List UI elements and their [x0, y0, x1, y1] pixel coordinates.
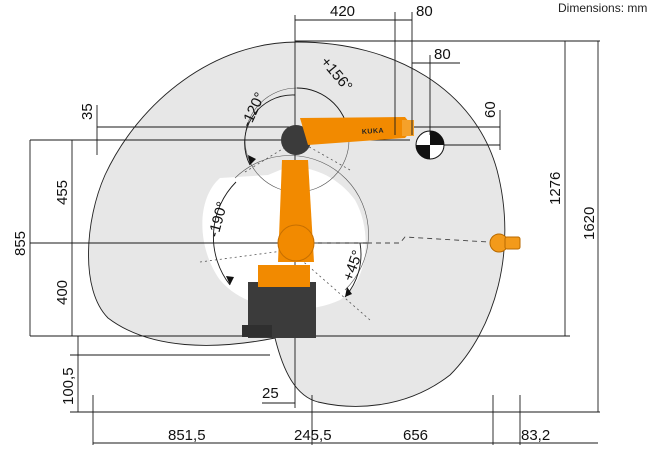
- arrow-head: [226, 276, 234, 285]
- dim-label-420: 420: [330, 3, 355, 20]
- dim-label-35: 35: [79, 103, 96, 120]
- dim-label-83-2: 83,2: [521, 427, 550, 444]
- dashed-arm-line: [295, 236, 506, 244]
- robot-illustration: KUKA: [242, 117, 414, 338]
- robot-a3-joint: [281, 125, 311, 155]
- side-flange-symbol: [489, 233, 521, 253]
- angle-arc-a2-neg: [212, 181, 237, 286]
- dim-label-80-top: 80: [416, 3, 433, 20]
- dim-label-80-flange: 80: [434, 46, 451, 63]
- dim-label-245-5: 245,5: [294, 427, 332, 444]
- dim-label-100-5: 100,5: [60, 367, 77, 405]
- dim-label-400: 400: [54, 280, 71, 305]
- dim-label-60: 60: [482, 101, 499, 118]
- arrow-head: [345, 287, 352, 297]
- dim-label-656: 656: [403, 427, 428, 444]
- robot-base-plate: [242, 325, 272, 337]
- robot-upper-arm: [300, 117, 414, 145]
- robot-base-turret: [258, 265, 310, 287]
- tcp-symbol: [415, 130, 445, 160]
- reach-arc-a2: [234, 155, 369, 291]
- dim-label-1620: 1620: [581, 207, 598, 240]
- units-note: Dimensions: mm: [558, 1, 647, 15]
- dim-label-455: 455: [54, 180, 71, 205]
- dim-label-25: 25: [262, 385, 279, 402]
- robot-wrist: [402, 120, 414, 136]
- arrow-head: [248, 155, 256, 165]
- dim-label-855: 855: [12, 231, 29, 256]
- dim-label-851-5: 851,5: [168, 427, 206, 444]
- robot-logo: KUKA: [362, 127, 385, 136]
- robot-a2-joint: [277, 224, 315, 262]
- angle-arc-a3-neg: [244, 94, 296, 166]
- dim-label-1276: 1276: [547, 172, 564, 205]
